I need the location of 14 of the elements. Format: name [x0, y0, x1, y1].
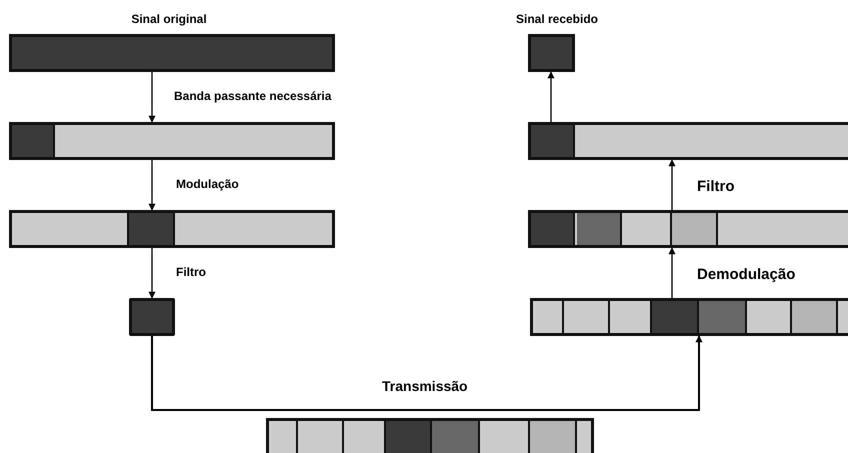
arrow: [668, 247, 676, 298]
edge-label: Filtro: [174, 265, 208, 279]
arrow: [548, 71, 554, 122]
edge-label: Modulação: [174, 177, 241, 191]
edge-label: Transmissão: [380, 378, 470, 394]
edge-label: Demodulação: [695, 266, 798, 283]
edge-label: Banda passante necessária: [172, 89, 334, 103]
arrow: [148, 160, 156, 211]
arrow: [148, 248, 156, 299]
signal-heading: Sinal original: [130, 12, 208, 26]
signal-heading: Sinal recebido: [514, 12, 600, 26]
arrow: [668, 159, 676, 210]
arrow: [151, 335, 702, 411]
arrow: [148, 72, 156, 123]
